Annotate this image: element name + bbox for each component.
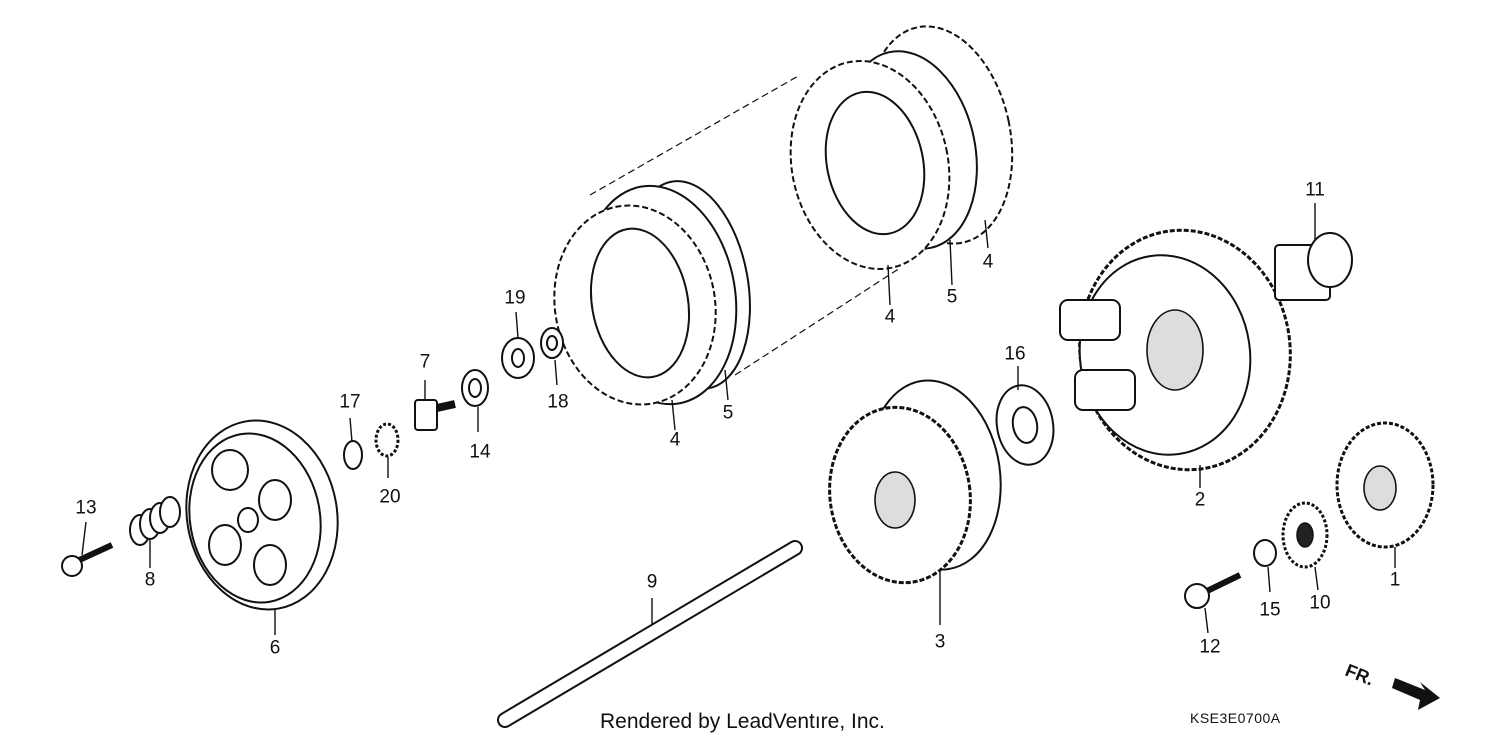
callout-10: 10 (1309, 592, 1331, 614)
callout-20: 20 (379, 486, 401, 508)
callout-9: 9 (646, 571, 658, 593)
callout-3: 3 (934, 631, 946, 653)
lock-washer (501, 337, 535, 379)
callout-5-left: 5 (722, 402, 734, 424)
leader-lines (81, 203, 1396, 635)
callout-18: 18 (547, 391, 569, 413)
pressure-plate (185, 419, 339, 611)
clutch-plate-stack-left (553, 180, 751, 406)
bolt-13 (61, 542, 114, 577)
bearing-20 (374, 422, 400, 458)
callout-16: 16 (1004, 343, 1026, 365)
callout-12: 12 (1199, 636, 1221, 658)
drive-gear (1281, 501, 1329, 569)
collar (1274, 232, 1353, 301)
callout-19: 19 (504, 287, 526, 309)
clutch-spring (129, 496, 181, 546)
push-rod (497, 540, 803, 728)
callout-5-right: 5 (946, 286, 958, 308)
callout-4-right: 4 (982, 251, 994, 273)
envelope-line-bottom (734, 267, 901, 376)
callout-14: 14 (469, 441, 491, 463)
washer-15 (1253, 539, 1277, 567)
diagram-code: KSE3E0700A (1190, 710, 1281, 726)
washer-17 (343, 440, 363, 470)
washer-18 (540, 327, 564, 359)
clutch-outer-housing (1059, 228, 1292, 472)
callout-17: 17 (339, 391, 361, 413)
callout-15: 15 (1259, 599, 1281, 621)
render-credit: Rendered by LeadVentıre, Inc. (600, 710, 885, 733)
callout-4-left: 4 (669, 429, 681, 451)
clutch-plate-stack-right (789, 25, 1014, 270)
lock-nut (461, 369, 489, 407)
callout-7: 7 (419, 351, 431, 373)
callout-6: 6 (269, 637, 281, 659)
lifter-piece (414, 399, 456, 431)
envelope-line-top (589, 74, 801, 196)
callout-4-middle: 4 (884, 306, 896, 328)
front-arrow-icon (1392, 678, 1440, 710)
callout-8: 8 (144, 569, 156, 591)
callout-2: 2 (1194, 489, 1206, 511)
callout-11: 11 (1305, 179, 1325, 201)
clutch-center (828, 379, 1002, 585)
thrust-washer (995, 384, 1055, 466)
callout-1: 1 (1389, 569, 1401, 591)
primary-driven-gear (1335, 421, 1435, 549)
callout-13: 13 (75, 497, 97, 519)
bolt-12 (1184, 572, 1242, 609)
